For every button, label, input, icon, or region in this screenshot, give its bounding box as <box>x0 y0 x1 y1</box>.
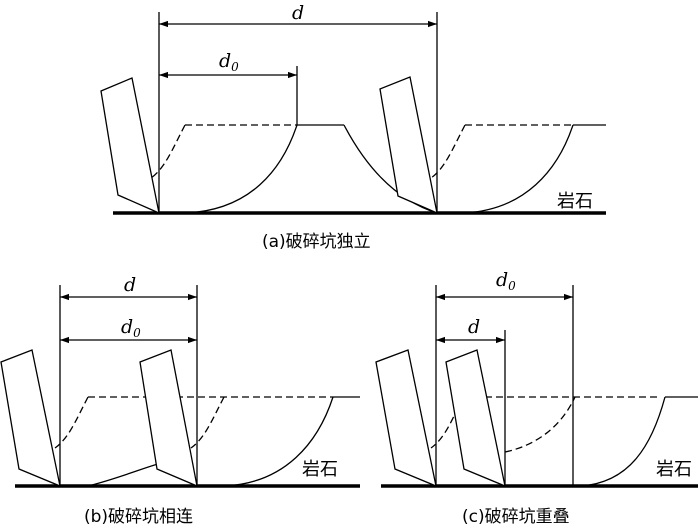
panel-c <box>375 285 698 488</box>
rock-label-a: 岩石 <box>557 191 593 212</box>
crater-profile-a1 <box>185 124 298 214</box>
crater-dashed-a2 <box>430 124 466 179</box>
crater-profile-a2 <box>463 124 574 214</box>
cutter-c2 <box>445 349 506 488</box>
cutter-a1 <box>100 77 160 215</box>
crater-profile-b2 <box>224 396 334 487</box>
panel-a <box>100 12 606 215</box>
panel-b <box>0 285 360 488</box>
dim-label-d-b: d <box>124 274 136 296</box>
crater-profile-b1 <box>87 461 166 487</box>
crater-profile-c <box>579 396 666 487</box>
dim-label-d-c: d <box>468 316 480 338</box>
cutter-a2 <box>379 76 438 215</box>
cutter-b2 <box>139 349 198 488</box>
dim-label-d-a: d <box>292 2 304 24</box>
rock-label-b: 岩石 <box>302 459 338 480</box>
dim-label-d0-c: d0 <box>496 269 516 293</box>
crater-dashed-a1 <box>150 124 186 179</box>
crater-dashed-c2 <box>504 396 576 453</box>
crater-dashed-b1 <box>54 396 89 449</box>
cutter-c1 <box>375 349 437 488</box>
dim-label-d0-a: d0 <box>219 50 239 74</box>
rock-label-c: 岩石 <box>656 459 692 480</box>
caption-c: (c)破碎坑重叠 <box>462 507 570 527</box>
caption-b: (b)破碎坑相连 <box>84 507 193 527</box>
caption-a: (a)破碎坑独立 <box>262 232 371 252</box>
crater-dashed-b2 <box>190 396 225 449</box>
cutter-b1 <box>0 349 61 488</box>
dim-label-d0-b: d0 <box>121 316 141 340</box>
